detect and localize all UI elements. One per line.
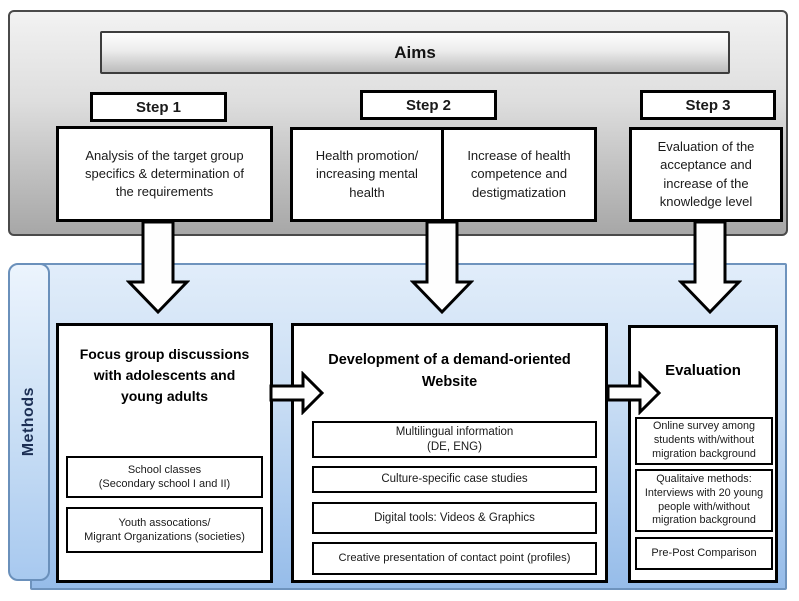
method-item-school-classes: School classes (Secondary school I and I…	[66, 456, 263, 498]
down-arrow-step1-to-methods	[126, 220, 190, 315]
down-arrow-step2-to-methods	[410, 220, 474, 315]
method-item-qualitative-interviews: Qualitaive methods: Interviews with 20 y…	[635, 469, 773, 532]
methods-box-focus-groups-title: Focus group discussions with adolescents…	[79, 346, 250, 404]
step-1-aim-box: Analysis of the target group specifics &…	[56, 126, 273, 222]
method-item-youth-associations: Youth assocations/ Migrant Organizations…	[66, 507, 263, 553]
step-3-aim-box: Evaluation of the acceptance and increas…	[629, 127, 783, 222]
methods-box-evaluation-title: Evaluation	[665, 362, 741, 379]
aims-title: Aims	[394, 42, 436, 62]
method-item-pre-post-comparison: Pre-Post Comparison	[635, 537, 773, 570]
right-arrow-focus-to-website	[269, 371, 325, 415]
methods-tab: Methods	[8, 263, 50, 581]
method-item-digital-tools: Digital tools: Videos & Graphics	[312, 502, 597, 534]
methods-label: Methods	[20, 387, 37, 457]
method-item-multilingual-information: Multilingual information (DE, ENG)	[312, 421, 597, 458]
method-item-case-studies: Culture-specific case studies	[312, 466, 597, 493]
step-2-aim-box-2: Increase of health competence and destig…	[441, 127, 597, 222]
down-arrow-step3-to-methods	[678, 220, 742, 315]
step-1-label: Step 1	[90, 92, 227, 122]
step-3-label: Step 3	[640, 90, 776, 120]
method-item-online-survey: Online survey among students with/withou…	[635, 417, 773, 465]
step-2-aim-box-1: Health promotion/ increasing mental heal…	[290, 127, 444, 222]
method-item-contact-point: Creative presentation of contact point (…	[312, 542, 597, 575]
right-arrow-website-to-evaluation	[606, 371, 662, 415]
aims-header: Aims	[100, 31, 730, 74]
methods-box-website-title: Development of a demand-oriented Website	[328, 352, 571, 390]
step-2-label: Step 2	[360, 90, 497, 120]
